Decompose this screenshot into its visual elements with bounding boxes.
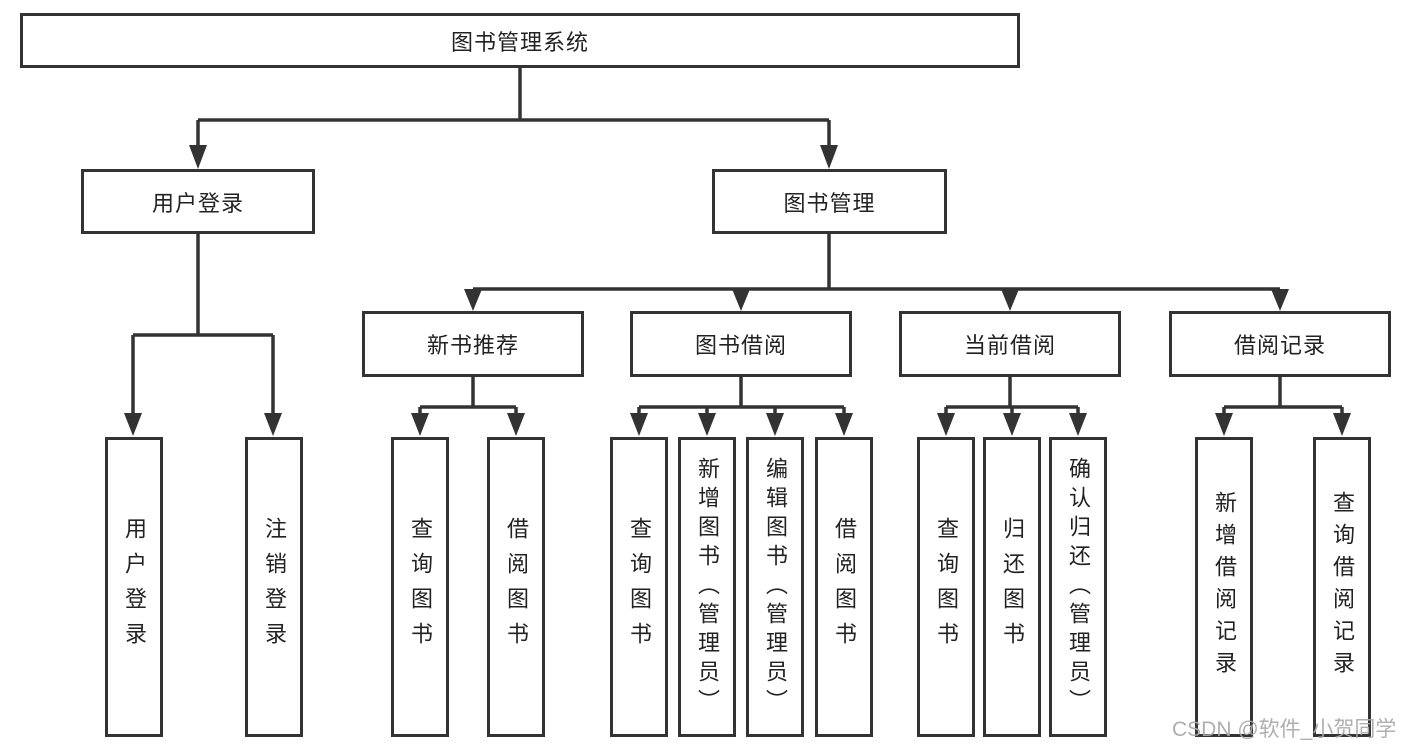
connector-currentborrow-to-leaves <box>944 377 1080 414</box>
node-current-query-books: 查询图书 <box>917 437 975 737</box>
node-record-add-borrow-record-label: 新增借阅记录 <box>1212 491 1237 683</box>
node-current-return-books-label: 归还图书 <box>1000 517 1025 657</box>
arrowheads <box>124 145 1351 436</box>
csdn-watermark: CSDN @软件_小贺同学 <box>1172 718 1397 741</box>
node-book-management-label: 图书管理 <box>783 190 876 216</box>
node-book-management: 图书管理 <box>712 169 947 234</box>
node-current-confirm-return-admin: 确认归还（管理员） <box>1049 437 1107 737</box>
connector-bookborrow-to-leaves <box>637 377 846 414</box>
node-borrow-edit-books-admin: 编辑图书（管理员） <box>746 437 804 737</box>
connector-root-to-level2 <box>196 68 831 146</box>
node-root-system: 图书管理系统 <box>20 13 1020 68</box>
node-record-query-borrow-record-label: 查询借阅记录 <box>1330 491 1355 683</box>
node-newbook-query-books: 查询图书 <box>391 437 449 737</box>
node-current-return-books: 归还图书 <box>983 437 1041 737</box>
node-current-borrowing-label: 当前借阅 <box>963 333 1056 358</box>
node-newbook-borrow-books: 借阅图书 <box>487 437 545 737</box>
node-borrow-borrow-books-label: 借阅图书 <box>832 517 857 657</box>
node-record-add-borrow-record: 新增借阅记录 <box>1195 437 1253 737</box>
node-current-borrowing: 当前借阅 <box>899 311 1121 377</box>
node-book-borrowing: 图书借阅 <box>630 311 852 377</box>
node-borrow-add-books-admin-label: 新增图书（管理员） <box>695 456 720 718</box>
connector-newbook-to-leaves <box>418 377 518 414</box>
node-borrow-query-books: 查询图书 <box>610 437 668 737</box>
node-current-query-books-label: 查询图书 <box>934 517 959 657</box>
node-borrowing-records-label: 借阅记录 <box>1233 333 1326 358</box>
node-logout-leaf-label: 注销登录 <box>262 517 287 657</box>
node-user-login-leaf: 用户登录 <box>105 437 163 737</box>
node-borrow-edit-books-admin-label: 编辑图书（管理员） <box>763 456 788 718</box>
node-borrow-borrow-books: 借阅图书 <box>815 437 873 737</box>
node-borrowing-records: 借阅记录 <box>1169 311 1391 377</box>
node-root-system-label: 图书管理系统 <box>450 29 589 55</box>
node-current-confirm-return-admin-label: 确认归还（管理员） <box>1066 456 1091 718</box>
node-user-login-leaf-label: 用户登录 <box>122 517 147 657</box>
node-record-query-borrow-record: 查询借阅记录 <box>1313 437 1371 737</box>
node-newbook-borrow-books-label: 借阅图书 <box>504 517 529 657</box>
node-user-login-label: 用户登录 <box>151 190 244 216</box>
node-borrow-query-books-label: 查询图书 <box>627 517 652 657</box>
node-book-borrowing-label: 图书借阅 <box>694 333 787 358</box>
node-logout-leaf: 注销登录 <box>245 437 303 737</box>
node-new-book-recommend-label: 新书推荐 <box>426 333 519 358</box>
connector-borrowrecord-to-leaves <box>1222 377 1344 414</box>
node-user-login: 用户登录 <box>81 169 315 234</box>
node-new-book-recommend: 新书推荐 <box>362 311 584 377</box>
node-newbook-query-books-label: 查询图书 <box>408 517 433 657</box>
node-borrow-add-books-admin: 新增图书（管理员） <box>678 437 736 737</box>
connector-userlogin-to-leaves <box>131 234 275 414</box>
connector-bookmgmt-to-level3 <box>473 234 1280 291</box>
